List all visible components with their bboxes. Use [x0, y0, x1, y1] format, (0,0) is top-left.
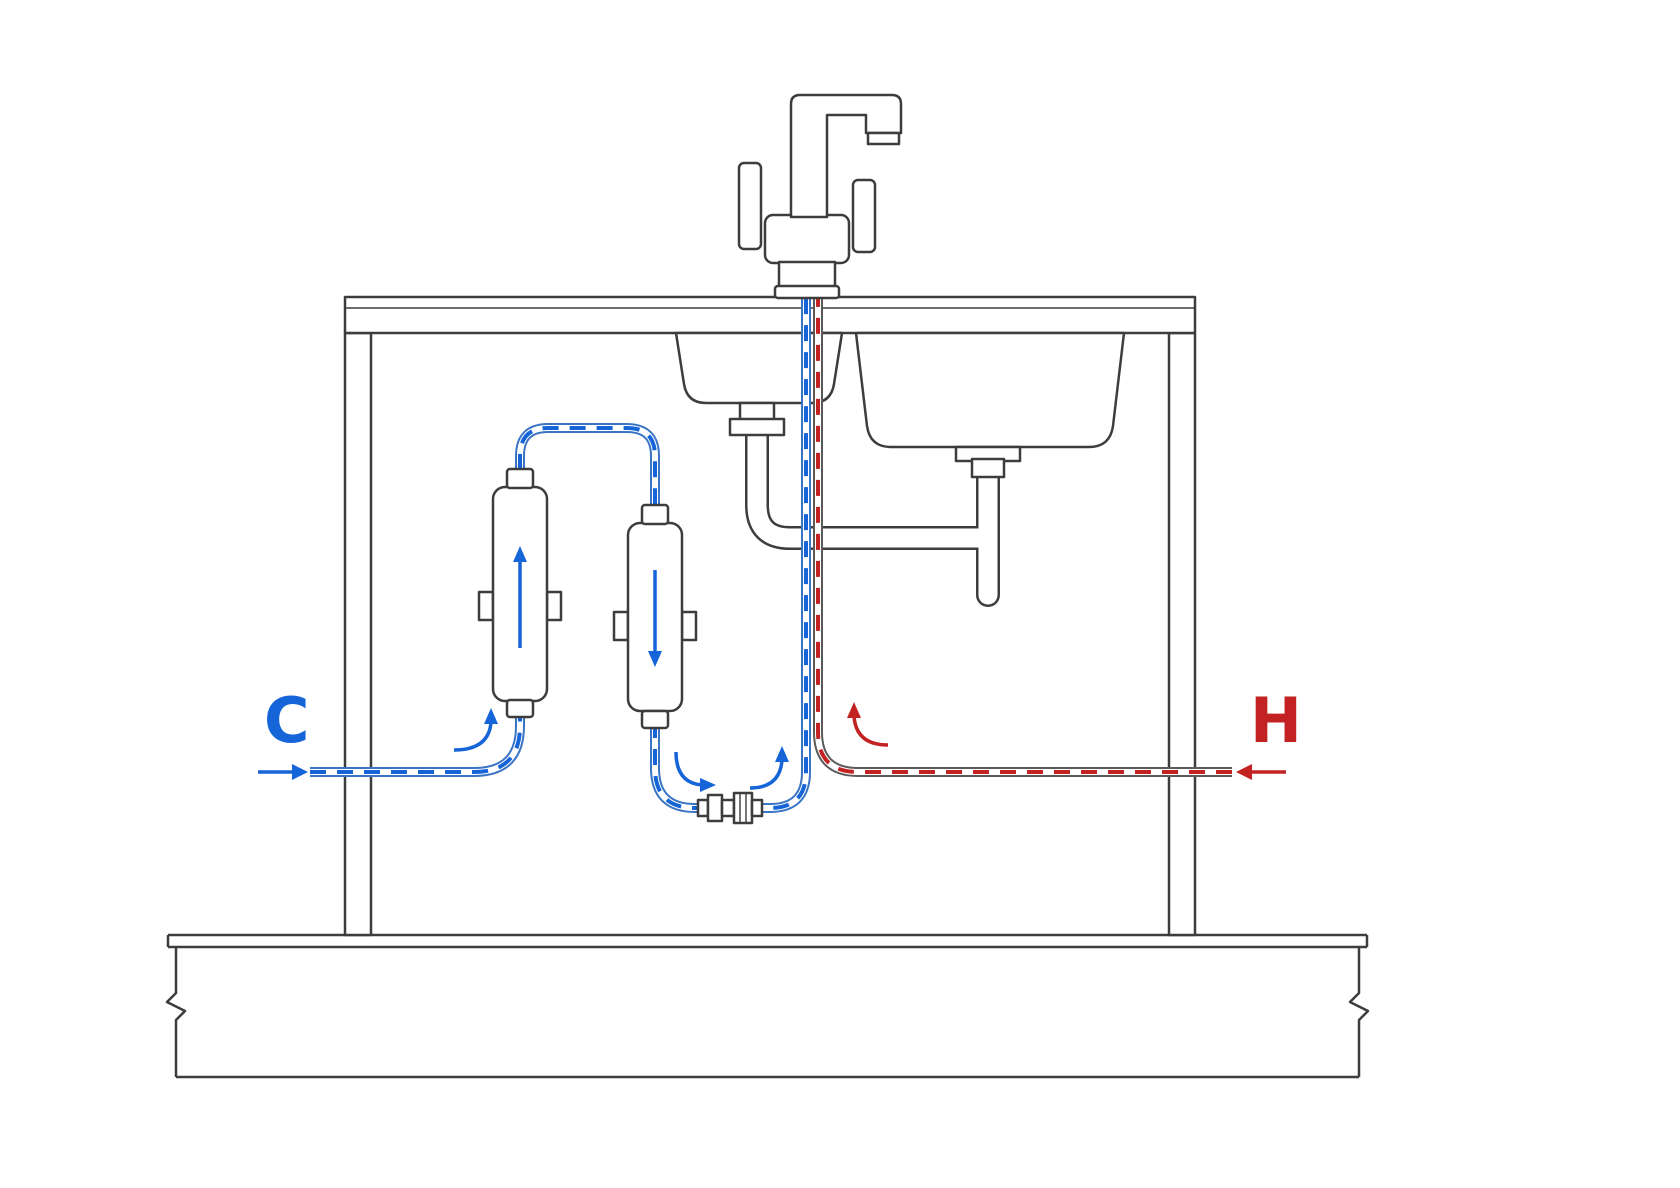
filter2-top-cap	[640, 503, 670, 526]
kitchen-mixer-tap	[737, 93, 903, 300]
connector-nut-right	[750, 798, 764, 818]
filter1-tab-left	[477, 590, 495, 622]
filter1-flow-up-arrowhead-icon	[513, 546, 527, 562]
floor-top-lines	[166, 933, 1369, 949]
drain-pipe	[745, 420, 1000, 607]
cold-turn-right-arrow-icon	[674, 751, 703, 787]
left-sink-basin	[674, 331, 844, 405]
tap-spout	[789, 93, 903, 219]
filter2-tab-right	[680, 610, 698, 642]
filter2-tab-left	[612, 610, 630, 642]
tap-neck	[777, 260, 837, 290]
cabinet-right-wall	[1167, 331, 1197, 937]
hot-inlet-label: H	[1250, 684, 1302, 757]
filter1-tab-right	[545, 590, 563, 622]
sinks-and-drain	[674, 331, 1126, 607]
cold-turn-right-arrowhead-icon	[700, 778, 716, 792]
hot-riser-arrowhead-icon	[847, 702, 861, 718]
filter2-flow-down-arrowhead-icon	[648, 651, 662, 667]
filter2-bottom-cap	[640, 709, 670, 730]
filter1-bottom-cap	[505, 698, 535, 719]
floor-right-break-icon	[1348, 947, 1370, 1077]
left-drain-nut	[728, 417, 786, 437]
connector-body	[720, 798, 736, 818]
right-sink-basin	[854, 331, 1126, 449]
hot-riser-arrow-icon	[852, 715, 889, 747]
right-drain-neck	[970, 457, 1006, 479]
hot-tube-dash	[816, 297, 1232, 774]
tap-base-flange	[773, 284, 841, 300]
hot-inlet-arrowhead-icon	[1236, 764, 1252, 780]
connector-nut-left	[696, 798, 710, 818]
cabinet-left-wall	[343, 331, 373, 937]
floor-left-break-icon	[165, 947, 187, 1077]
cold-riser-arrowhead-icon	[775, 746, 789, 762]
filter-cartridge-1	[477, 467, 563, 719]
cold-turn-up-arrow-icon	[453, 721, 493, 752]
floor-section	[165, 933, 1370, 1079]
hot-water-supply-line	[813, 297, 1232, 777]
cold-inlet-label: C	[264, 684, 310, 757]
connector-collar-left	[706, 793, 724, 823]
tap-aerator	[866, 131, 901, 146]
inline-connector	[696, 791, 764, 825]
cold-inlet-arrowhead-icon	[292, 764, 308, 780]
cold-riser-arrow-icon	[749, 759, 784, 790]
tap-handle-right	[851, 178, 877, 254]
tap-handle-left	[737, 161, 763, 251]
drain-pipe-core	[747, 422, 998, 605]
connector-collar-right	[732, 791, 754, 825]
connector-ridges	[739, 793, 747, 823]
labels: C H	[264, 684, 1302, 757]
tap-body	[763, 213, 851, 265]
flow-arrows	[258, 546, 1286, 792]
countertop	[343, 295, 1197, 335]
filter1-top-cap	[505, 467, 535, 490]
cold-turn-up-arrowhead-icon	[484, 708, 498, 724]
